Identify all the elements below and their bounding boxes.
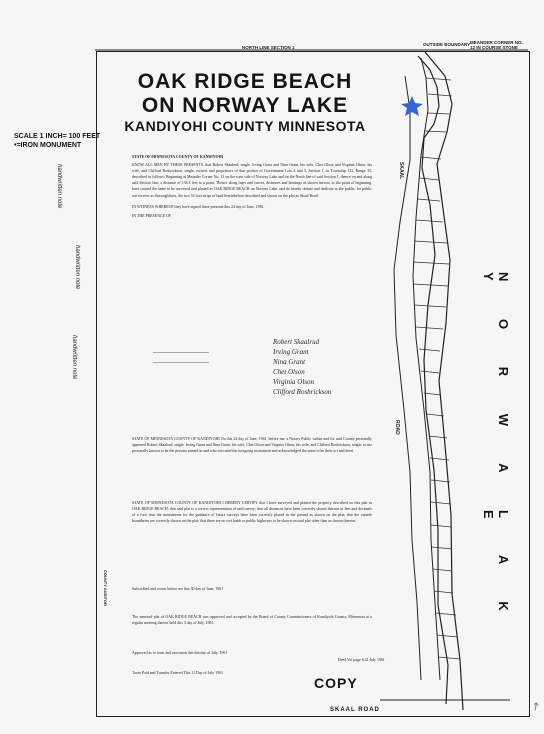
notary-text: STATE OF MINNESOTA COUNTY OF KANDIYOHI O…	[132, 437, 372, 454]
recorded-text: Deed Vol page 6.41 July 1961	[338, 658, 385, 662]
owner-dedication-text: KNOW ALL MEN BY THESE PRESENTS, that Rob…	[132, 163, 372, 198]
approval-text: The annexed plat of OAK RIDGE BEACH was …	[132, 615, 372, 626]
county-auditor-vertical-label: COUNTY AUDITOR	[103, 570, 108, 606]
norway-text: N O R W A Y	[481, 272, 511, 490]
surveyor-certification: STATE OF MINNESOTA COUNTY OF KANDIYOHI I…	[132, 501, 372, 524]
skaal-road-bottom-label: SKAAL ROAD	[330, 707, 380, 713]
corner-mark: ↗	[528, 699, 543, 715]
road-mid-label: ROAD	[394, 420, 400, 435]
taxes-paid-text: Taxes Paid and Transfer Entered This 11 …	[132, 671, 223, 675]
state-heading: STATE OF MINNESOTA COUNTY OF KANDIYOHI	[132, 155, 224, 159]
lake-label: L A K E	[481, 510, 511, 670]
document-body: STATE OF MINNESOTA COUNTY OF KANDIYOHI K…	[132, 154, 372, 219]
left-margin-handwriting-1: handwritten note	[56, 164, 62, 209]
approved-form-text: Approved as to form and execution this 6…	[132, 651, 228, 655]
norway-lake-label: N O R W A Y	[481, 272, 511, 532]
title-line-1: OAK RIDGE BEACH	[137, 70, 353, 93]
title-line-2: ON NORWAY LAKE	[141, 94, 349, 117]
subscribed-text: Subscribed and sworn before me this 30 d…	[132, 587, 224, 591]
witness-signatures: ________________ ________________	[153, 346, 209, 364]
meander-corner-label: MEANDER CORNER NO. 12 IN COURSE STONE	[470, 40, 523, 50]
copy-stamp: COPY	[314, 675, 358, 691]
iron-monument-legend: •=IRON MONUMENT	[14, 142, 82, 149]
witness-text: IN WITNESS WHEREOF they have signed thes…	[132, 204, 265, 209]
document-border	[96, 51, 530, 717]
left-margin-handwriting-3: handwritten note	[71, 335, 77, 380]
presence-text: IN THE PRESENCE OF	[132, 213, 171, 218]
title-line-3: KANDIYOHI COUNTY MINNESOTA	[124, 118, 366, 134]
outside-boundary-label: OUTSIDE BOUNDARY	[423, 42, 471, 47]
skaal-road-top-label: SKAAL	[398, 162, 404, 180]
scale-legend: SCALE 1 INCH= 100 FEET •=IRON MONUMENT	[14, 132, 100, 150]
scale-text: SCALE 1 INCH= 100 FEET	[14, 133, 101, 140]
north-line-label: NORTH LINE SECTION 1	[242, 45, 295, 50]
left-margin-handwriting-2: handwritten note	[74, 245, 80, 290]
owner-signatures: Robert Skaalrud Irving Grant Nina Grant …	[273, 338, 332, 396]
lake-text: L A K E	[481, 510, 511, 628]
